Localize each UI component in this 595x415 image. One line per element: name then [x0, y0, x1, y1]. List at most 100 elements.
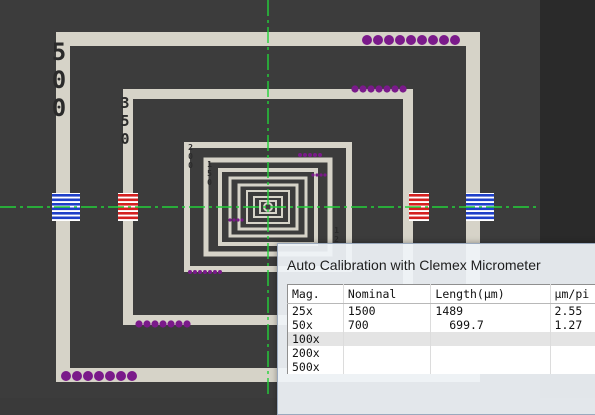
cell-nominal — [343, 346, 431, 360]
dot-marker — [351, 85, 358, 92]
dot-marker — [183, 320, 190, 327]
bar-stripe — [118, 194, 138, 197]
cell-length — [431, 346, 550, 360]
dot-marker — [375, 85, 382, 92]
calibration-dialog[interactable]: Auto Calibration with Clemex Micrometer … — [277, 243, 595, 415]
cell-nominal — [343, 332, 431, 346]
scale-label-200: 200 — [186, 143, 194, 170]
table-row[interactable]: 200x — [288, 346, 595, 360]
bar-stripe — [466, 194, 494, 197]
dot-marker — [94, 371, 104, 381]
table-header-row: Mag. Nominal Length(µm) µm/pi — [288, 285, 595, 304]
bar-stripe — [52, 217, 80, 220]
bar-stripe — [52, 199, 80, 202]
dialog-title: Auto Calibration with Clemex Micrometer — [287, 257, 541, 273]
cell-length — [431, 360, 550, 374]
cell-um-per-pixel — [550, 360, 595, 374]
dot-marker — [359, 85, 366, 92]
dot-marker — [175, 320, 182, 327]
dot-marker — [395, 35, 405, 45]
table-row[interactable]: 500x — [288, 360, 595, 374]
bar-stripe — [118, 203, 138, 206]
cell-nominal: 1500 — [343, 304, 431, 319]
dot-marker — [417, 35, 427, 45]
dot-marker — [203, 270, 207, 274]
cell-um-per-pixel: 1.27 — [550, 318, 595, 332]
dot-marker — [159, 320, 166, 327]
dot-marker — [135, 320, 142, 327]
bar-stripe — [118, 212, 138, 215]
dot-marker — [308, 153, 312, 157]
bar-stripe — [52, 212, 80, 215]
dot-marker — [83, 371, 93, 381]
dot-marker — [116, 371, 126, 381]
dot-marker — [311, 173, 314, 176]
table-row[interactable]: 25x 1500 1489 2.55 — [288, 304, 595, 319]
cell-um-per-pixel: 2.55 — [550, 304, 595, 319]
dot-marker — [240, 218, 243, 221]
dot-marker — [384, 35, 394, 45]
dot-marker — [367, 85, 374, 92]
bar-stripe — [409, 212, 429, 215]
cell-mag: 50x — [288, 318, 344, 332]
dot-marker — [127, 371, 137, 381]
dot-marker — [105, 371, 115, 381]
bar-stripe — [466, 203, 494, 206]
dot-marker — [208, 270, 212, 274]
dot-marker — [428, 35, 438, 45]
dot-marker — [167, 320, 174, 327]
dot-marker — [319, 173, 322, 176]
dot-marker — [406, 35, 416, 45]
column-header-mag[interactable]: Mag. — [288, 285, 344, 304]
dot-marker — [318, 153, 322, 157]
column-header-um-per-pixel[interactable]: µm/pi — [550, 285, 595, 304]
bar-stripe — [409, 194, 429, 197]
dot-marker — [315, 173, 318, 176]
cell-mag: 500x — [288, 360, 344, 374]
cell-mag: 100x — [288, 332, 344, 346]
dot-marker — [236, 218, 239, 221]
dot-marker — [193, 270, 197, 274]
bar-stripe — [466, 217, 494, 220]
bar-stripe — [52, 208, 80, 211]
cell-length — [431, 332, 550, 346]
bar-stripe — [118, 199, 138, 202]
bar-stripe — [409, 199, 429, 202]
bar-stripe — [409, 208, 429, 211]
cell-nominal — [343, 360, 431, 374]
dot-marker — [439, 35, 449, 45]
dot-marker — [373, 35, 383, 45]
cell-mag: 25x — [288, 304, 344, 319]
cell-length: 699.7 — [431, 318, 550, 332]
scale-label-150: 150 — [205, 160, 213, 187]
dot-marker — [313, 153, 317, 157]
column-header-nominal[interactable]: Nominal — [343, 285, 431, 304]
dot-marker — [399, 85, 406, 92]
bar-stripe — [118, 217, 138, 220]
bar-stripe — [409, 217, 429, 220]
dot-marker — [232, 218, 235, 221]
table-row[interactable]: 100x — [288, 332, 595, 346]
dot-marker — [323, 173, 326, 176]
bar-stripe — [466, 208, 494, 211]
dot-marker — [218, 270, 222, 274]
bar-stripe — [466, 212, 494, 215]
bar-stripe — [466, 199, 494, 202]
bar-stripe — [409, 203, 429, 206]
dot-marker — [143, 320, 150, 327]
dot-marker — [303, 153, 307, 157]
scale-label-350: 350 — [120, 94, 132, 148]
column-header-length[interactable]: Length(µm) — [431, 285, 550, 304]
cell-um-per-pixel — [550, 346, 595, 360]
bar-stripe — [52, 194, 80, 197]
table-row[interactable]: 50x 700 699.7 1.27 — [288, 318, 595, 332]
dot-marker — [188, 270, 192, 274]
dot-marker — [228, 218, 231, 221]
calibration-table[interactable]: Mag. Nominal Length(µm) µm/pi 25x 1500 1… — [287, 284, 595, 374]
cell-um-per-pixel — [550, 332, 595, 346]
dot-marker — [362, 35, 372, 45]
dot-marker — [391, 85, 398, 92]
dot-marker — [151, 320, 158, 327]
dot-marker — [198, 270, 202, 274]
cell-length: 1489 — [431, 304, 550, 319]
